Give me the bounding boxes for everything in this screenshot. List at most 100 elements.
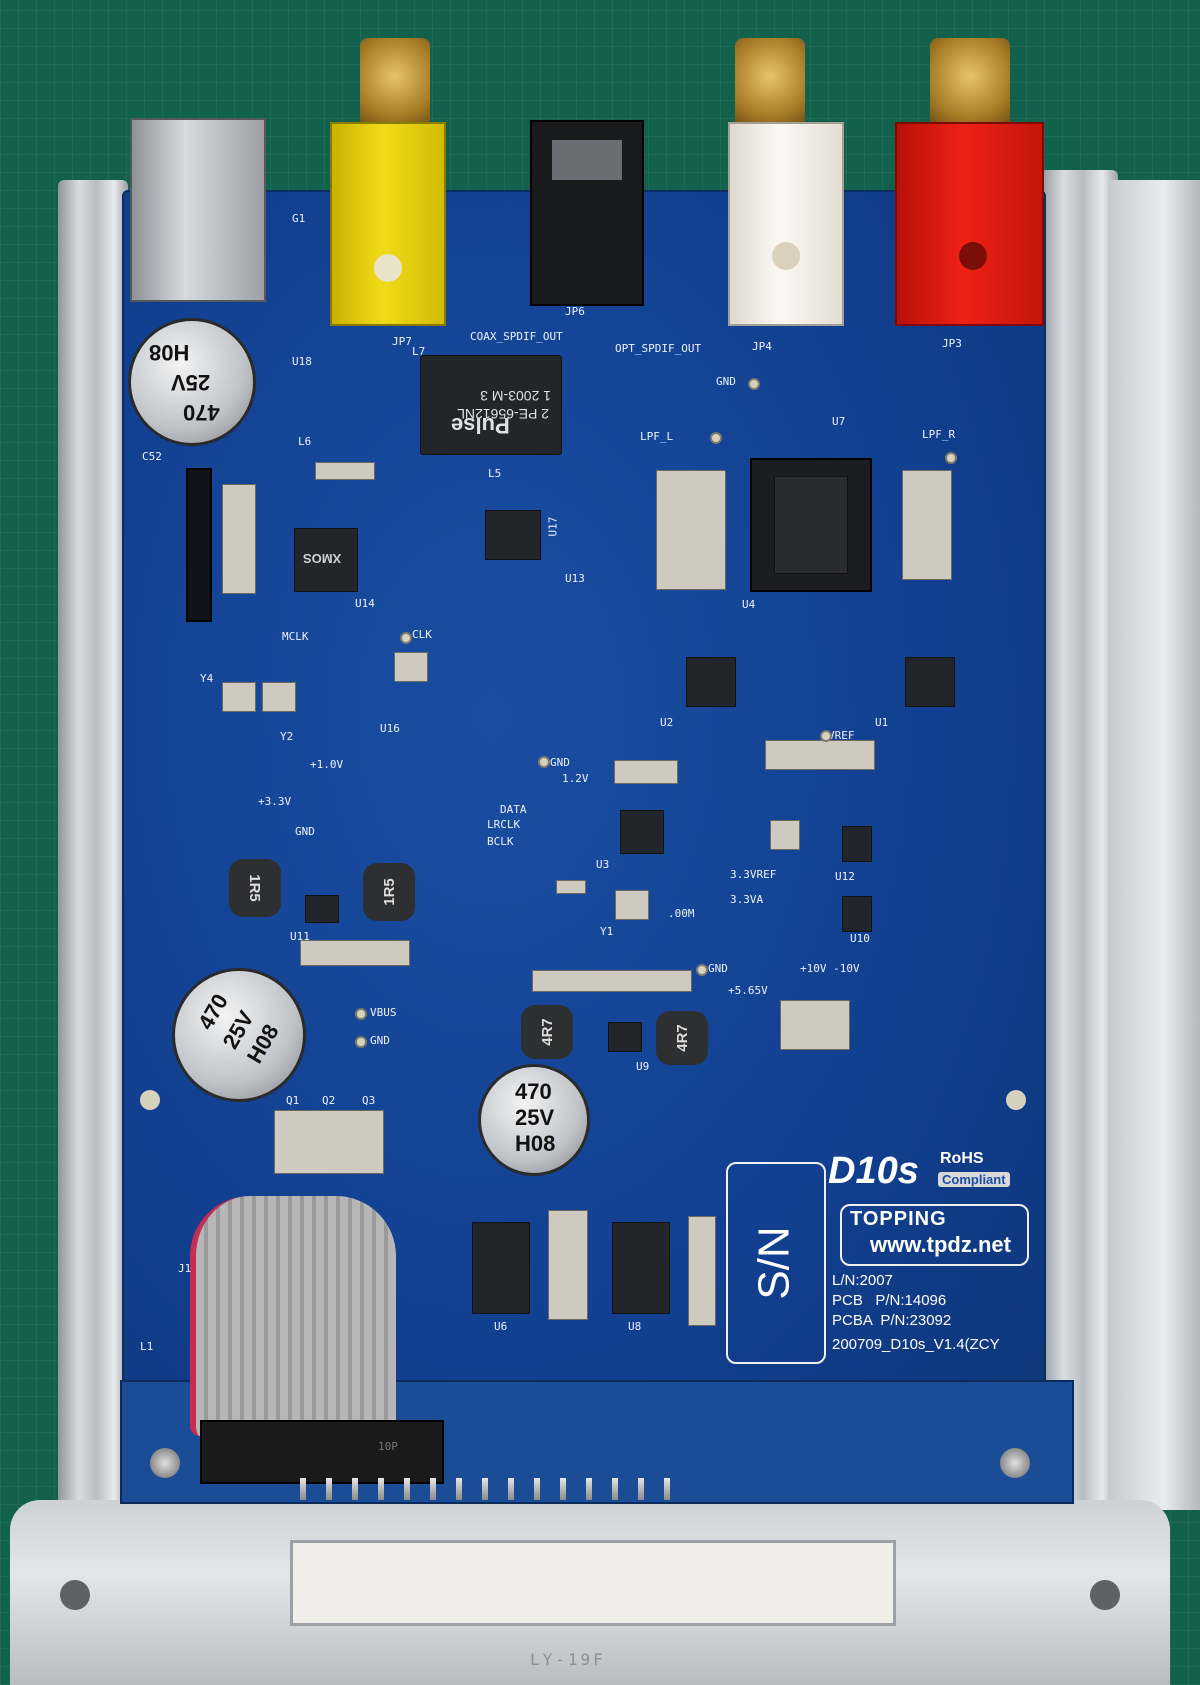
label-l5: L5 [488,467,502,480]
cap-bot-text-1: 470 [515,1079,552,1104]
label-jp7: JP7 [392,335,412,348]
label-u10: U10 [850,932,870,945]
chip-u9 [608,1022,642,1052]
opamp-socket-u4 [750,458,872,592]
label-y2: Y2 [280,730,294,743]
test-point [945,452,957,464]
ribbon-connector [200,1420,444,1484]
label-plus-minus-10v: +10V -10V [800,962,860,975]
label-gnd-top: GND [716,375,736,388]
screw-left [150,1448,180,1478]
chip-u2 [686,657,736,707]
label-u17: U17 [546,516,560,537]
pin [456,1478,462,1500]
label-q2: Q2 [322,1094,336,1107]
transformer-brand: Pulse [451,413,510,438]
chip-u12 [842,826,872,862]
pin [638,1478,644,1500]
opamp-chip [774,476,848,574]
lot-number: L/N:2007 [832,1272,893,1289]
rca-jp4-barrel [735,38,805,134]
test-point [710,432,722,444]
rca-jp7-barrel [360,38,430,134]
screw-right [1000,1448,1030,1478]
label-bclk: BCLK [487,835,514,848]
capacitor-bottom-mid: 470 25V H08 [478,1064,590,1176]
label-lpf-l: LPF_L [640,430,674,443]
compliant-label: Compliant [938,1172,1010,1187]
pin [404,1478,410,1500]
label-data: DATA [500,803,527,816]
chassis-right-plate [1110,180,1200,1510]
connector-10p-label: 10P [378,1440,398,1453]
test-point [696,964,708,976]
transformer-label-2: 1 2003-M 3 [480,388,551,404]
pin [586,1478,592,1500]
pin [664,1478,670,1500]
optical-jp6 [530,120,644,306]
brand-name: TOPPING [850,1208,947,1230]
pin [534,1478,540,1500]
label-l6: L6 [298,435,312,448]
label-gnd-565: GND [708,962,728,975]
rca-jp4-body [728,122,844,326]
label-q1: Q1 [286,1094,300,1107]
chassis-right-rail [1040,170,1118,1510]
brand-box [840,1204,1029,1266]
label-u3: U3 [596,858,610,871]
rca-jp4-hole [772,242,800,270]
label-u8: U8 [628,1320,642,1333]
pin [378,1478,384,1500]
cap-bot-text-3: H08 [515,1131,556,1156]
pin [482,1478,488,1500]
label-g1: G1 [292,212,306,225]
label-q3: Q3 [362,1094,376,1107]
label-clk: CLK [412,628,432,641]
pcba-part-number: PCBA P/N:23092 [832,1312,952,1329]
label-gnd-vbus: GND [370,1034,390,1047]
pulse-transformer: 2 PE-65612NL 1 2003-M 3 Pulse [420,355,562,455]
test-point [355,1036,367,1048]
test-point [538,756,550,768]
label-jp4: JP4 [752,340,772,353]
crystal-y2 [262,682,296,712]
chip-u17 [485,510,541,560]
label-y1: Y1 [600,925,614,938]
chassis-end-plate: LY-19F [10,1500,1170,1685]
rca-jp7-body [330,122,446,326]
smd-component [902,470,952,580]
test-point [400,632,412,644]
pin [430,1478,436,1500]
label-plus-1v0: +1.0V [310,758,344,771]
sn-box [726,1162,826,1364]
cap-bot-text-2: 25V [515,1105,555,1130]
chassis-stamp: LY-19F [530,1650,606,1669]
rca-jp3-hole [959,242,987,270]
inductor-1r5-left: 1R5 [229,859,281,917]
label-u2: U2 [660,716,674,729]
c52-text-1: H08 [149,340,190,365]
inductor-4r7-left: 4R7 [521,1005,573,1059]
chip-u3-dac [620,810,664,854]
capacitor-c52: H08 25V 470 [128,318,256,446]
mount-hole-2 [1006,1090,1026,1110]
label-u12: U12 [835,870,855,883]
label-l1: L1 [140,1340,154,1353]
label-u1: U1 [875,716,889,729]
test-point [748,378,760,390]
board-version: 200709_D10s_V1.4(ZCY [832,1336,1000,1353]
chip-u8 [612,1222,670,1314]
end-plate-window [290,1540,896,1626]
label-lrclk: LRCLK [487,818,521,831]
model-name: D10s [828,1150,919,1192]
smd-component [222,484,256,594]
label-jp3: JP3 [942,337,962,350]
label-j1: J1 [178,1262,192,1275]
label-u16: U16 [380,722,400,735]
label-u14: U14 [355,597,375,610]
label-plus-5v65: +5.65V [728,984,768,997]
end-plate-hole-right [1090,1580,1120,1610]
chip-u10 [842,896,872,932]
smd-component [548,1210,588,1320]
rca-jp3-body [895,122,1044,326]
